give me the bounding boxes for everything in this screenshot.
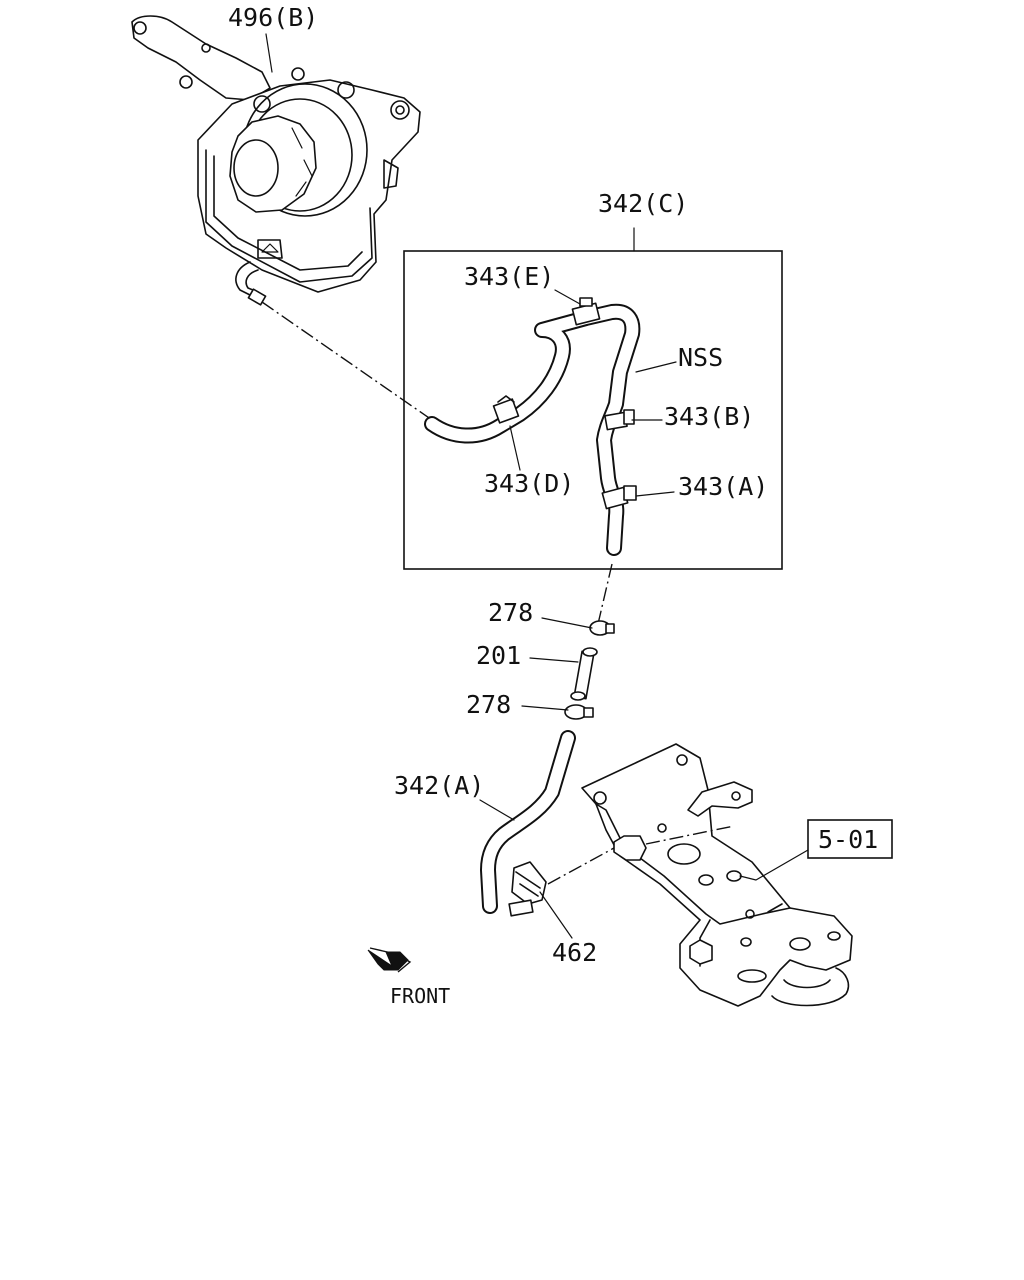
label-5-01: 5-01	[818, 825, 878, 854]
label-nss: NSS	[678, 343, 723, 372]
filter-housing-496b	[131, 15, 421, 306]
holder-462	[508, 861, 547, 917]
label-343a: 343(A)	[678, 472, 768, 501]
label-front: FRONT	[390, 984, 450, 1008]
label-342a: 342(A)	[394, 771, 484, 800]
bracket-plate	[581, 743, 853, 1007]
label-343b: 343(B)	[664, 402, 754, 431]
connector-201	[570, 647, 598, 701]
clamp-278-lower	[564, 704, 594, 720]
hose-342c	[424, 303, 641, 556]
clamp-278-upper	[589, 620, 615, 636]
hose-342a	[480, 730, 576, 914]
label-278-upper: 278	[488, 598, 533, 627]
clip-343d	[492, 395, 520, 424]
label-496b: 496(B)	[228, 3, 318, 32]
assembly-342c-box	[403, 250, 783, 570]
front-arrow-icon	[367, 947, 412, 973]
clip-343e	[571, 297, 601, 326]
clip-343a	[601, 485, 637, 510]
label-343d: 343(D)	[484, 469, 574, 498]
label-462: 462	[552, 938, 597, 967]
clip-343b	[604, 409, 635, 431]
bracket-ref-box	[807, 819, 893, 859]
label-201: 201	[476, 641, 521, 670]
label-343e: 343(E)	[464, 262, 554, 291]
label-342c: 342(C)	[598, 189, 688, 218]
label-278-lower: 278	[466, 690, 511, 719]
